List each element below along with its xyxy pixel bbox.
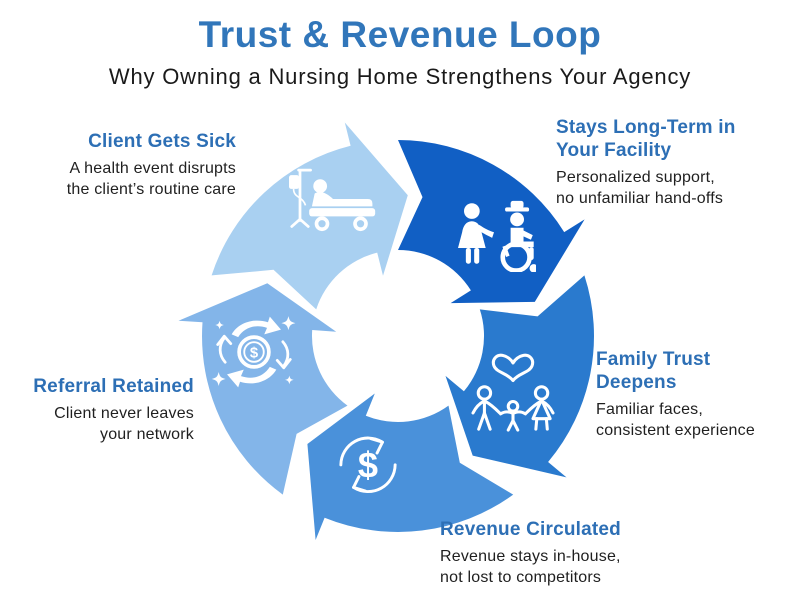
- callout-revenue-circulated: Revenue Circulated Revenue stays in-hous…: [440, 518, 690, 588]
- loop-segment-revenue-circulated: [307, 393, 514, 540]
- callout-referral-retained: Referral Retained Client never leaves yo…: [0, 375, 194, 445]
- callout-body-line: Familiar faces,: [596, 401, 704, 418]
- loop-segment-stays-long-term: [398, 140, 585, 304]
- loop-segment-referral-retained: [178, 283, 348, 495]
- trust-revenue-loop-diagram: $ $: [178, 122, 594, 540]
- callout-heading: Family Trust: [596, 349, 711, 370]
- callout-body-line: your network: [100, 425, 194, 443]
- callout-body-line: Personalized support,: [556, 169, 715, 186]
- callout-heading: Your Facility: [556, 140, 672, 161]
- callout-body-line: A health event disrupts: [69, 160, 236, 177]
- callout-heading: Client Gets Sick: [88, 131, 236, 152]
- callout-body-line: Revenue stays in-house,: [440, 548, 621, 565]
- page-subtitle: Why Owning a Nursing Home Strengthens Yo…: [108, 64, 692, 89]
- page-title: Trust & Revenue Loop: [198, 14, 602, 55]
- callout-heading: Revenue Circulated: [440, 519, 621, 540]
- callout-stays-long-term: Stays Long-Term in Your Facility Persona…: [556, 116, 782, 209]
- loop-segment-client-gets-sick: [211, 122, 408, 310]
- callout-heading: Stays Long-Term in: [556, 117, 736, 138]
- callout-family-trust: Family Trust Deepens Familiar faces, con…: [596, 348, 786, 441]
- callout-heading: Referral Retained: [33, 376, 194, 397]
- callout-body-line: Client never leaves: [54, 405, 194, 422]
- callout-heading: Deepens: [596, 372, 677, 393]
- callout-body-line: the client’s routine care: [66, 180, 236, 198]
- callout-body-line: consistent experience: [596, 421, 755, 439]
- callout-body-line: not lost to competitors: [440, 568, 602, 586]
- callout-client-gets-sick: Client Gets Sick A health event disrupts…: [26, 130, 236, 200]
- callout-body-line: no unfamiliar hand-offs: [556, 189, 724, 207]
